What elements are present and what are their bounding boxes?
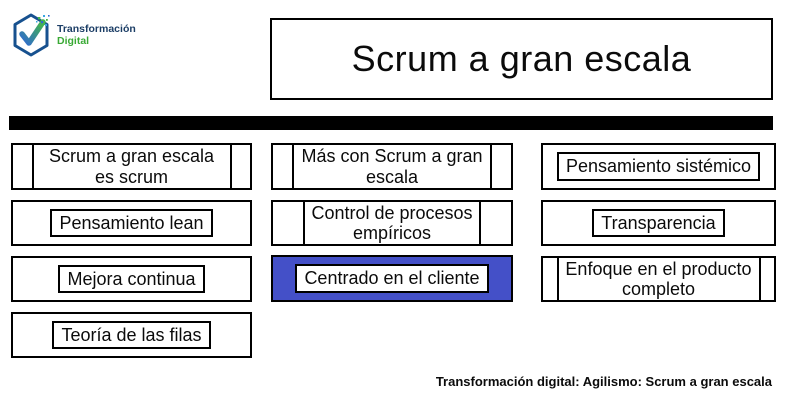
node-mas-con-scrum-a-gran-escala[interactable]: Más con Scrum a gran escala	[271, 143, 513, 190]
node-label: Pensamiento sistémico	[556, 152, 761, 181]
node-label: Enfoque en el producto completo	[556, 255, 761, 303]
node-mejora-continua[interactable]: Mejora continua	[11, 256, 252, 302]
node-control-de-procesos-empiricos[interactable]: Control de procesos empíricos	[271, 199, 513, 247]
logo-line1: Transformación	[57, 22, 136, 35]
logo: Transformación Digital	[10, 12, 136, 58]
node-label: Más con Scrum a gran escala	[292, 143, 492, 190]
divider-bar	[9, 116, 773, 130]
logo-wordmark: Transformación Digital	[57, 23, 136, 47]
logo-line2: Digital	[57, 35, 90, 47]
node-label: Centrado en el cliente	[295, 264, 489, 293]
node-centrado-en-el-cliente[interactable]: Centrado en el cliente	[271, 255, 513, 302]
node-teoria-de-las-filas[interactable]: Teoría de las filas	[11, 312, 252, 358]
node-pensamiento-sistemico[interactable]: Pensamiento sistémico	[541, 143, 776, 190]
node-label: Pensamiento lean	[50, 208, 213, 238]
node-label: Scrum a gran escala es scrum	[31, 143, 232, 190]
node-pensamiento-lean[interactable]: Pensamiento lean	[11, 200, 252, 246]
node-label: Transparencia	[592, 208, 725, 238]
title-box: Scrum a gran escala	[270, 18, 773, 100]
page-title: Scrum a gran escala	[351, 38, 692, 79]
node-label: Mejora continua	[58, 264, 205, 294]
node-label: Teoría de las filas	[52, 320, 211, 350]
footer-caption: Transformación digital: Agilismo: Scrum …	[435, 374, 772, 389]
node-transparencia[interactable]: Transparencia	[541, 200, 776, 246]
node-scrum-a-gran-escala-es-scrum[interactable]: Scrum a gran escala es scrum	[11, 143, 252, 190]
transformacion-digital-logo-icon	[13, 13, 50, 57]
node-label: Control de procesos empíricos	[303, 199, 481, 247]
node-enfoque-en-el-producto-completo[interactable]: Enfoque en el producto completo	[541, 255, 776, 303]
